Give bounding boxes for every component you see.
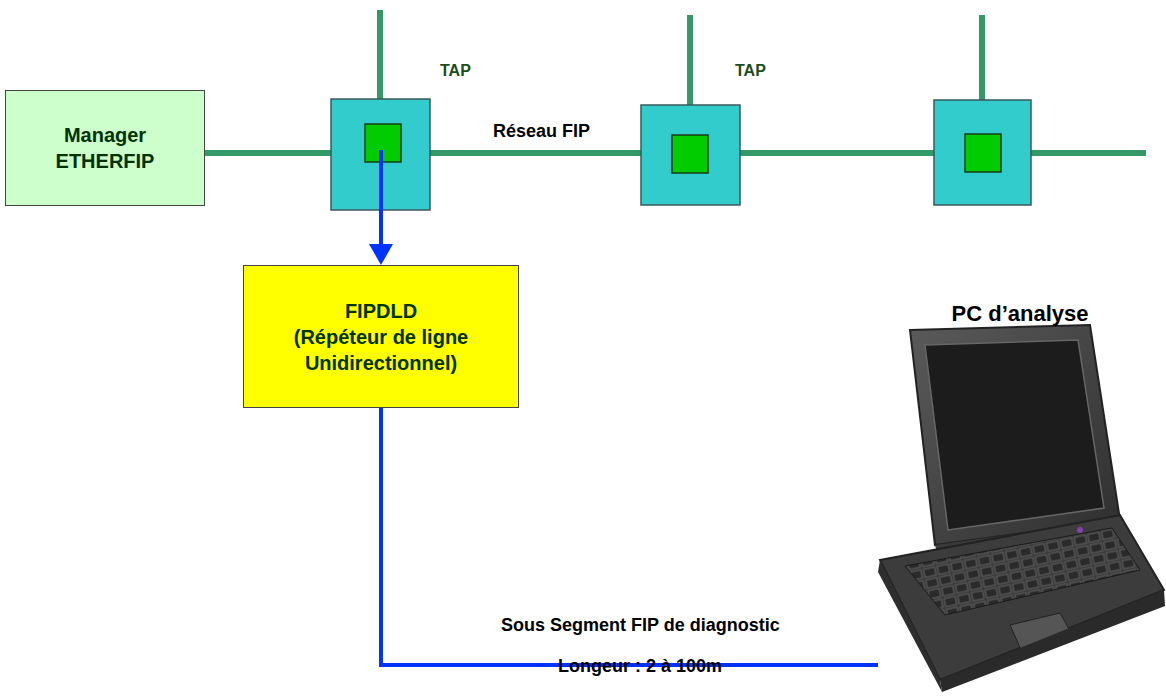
node-subtitle: (Répéteur de ligne Unidirectionnel) [266, 324, 496, 376]
tap-connector [672, 135, 708, 173]
tap-drop-line [687, 15, 693, 105]
tap-drop-line [979, 15, 985, 100]
arrow-head [369, 244, 393, 265]
manager-box: Manager ETHERFIP [5, 90, 205, 206]
laptop-illustration [878, 325, 1165, 692]
length-note: Longeur : 2 à 100m [558, 656, 722, 677]
diagnostic-segment [381, 408, 878, 665]
node-title: Manager ETHERFIP [30, 122, 180, 174]
tap-output-arrow [379, 150, 383, 246]
node-title: FIPDLD [345, 298, 417, 324]
node-title: PC d’analyse [952, 300, 1089, 329]
segment-label: Sous Segment FIP de diagnostic [499, 615, 782, 636]
repeater-box: FIPDLD(Répéteur de ligne Unidirectionnel… [243, 265, 519, 408]
analysis-pc: PC d’analyse [876, 292, 1164, 690]
tap-label: TAP [735, 62, 766, 80]
tap-box [641, 105, 740, 205]
tap-connector [965, 134, 1001, 172]
network-label: Réseau FIP [493, 121, 590, 142]
tap-label: TAP [440, 62, 471, 80]
tap-drop-line [377, 10, 383, 100]
tap-box [934, 100, 1031, 205]
